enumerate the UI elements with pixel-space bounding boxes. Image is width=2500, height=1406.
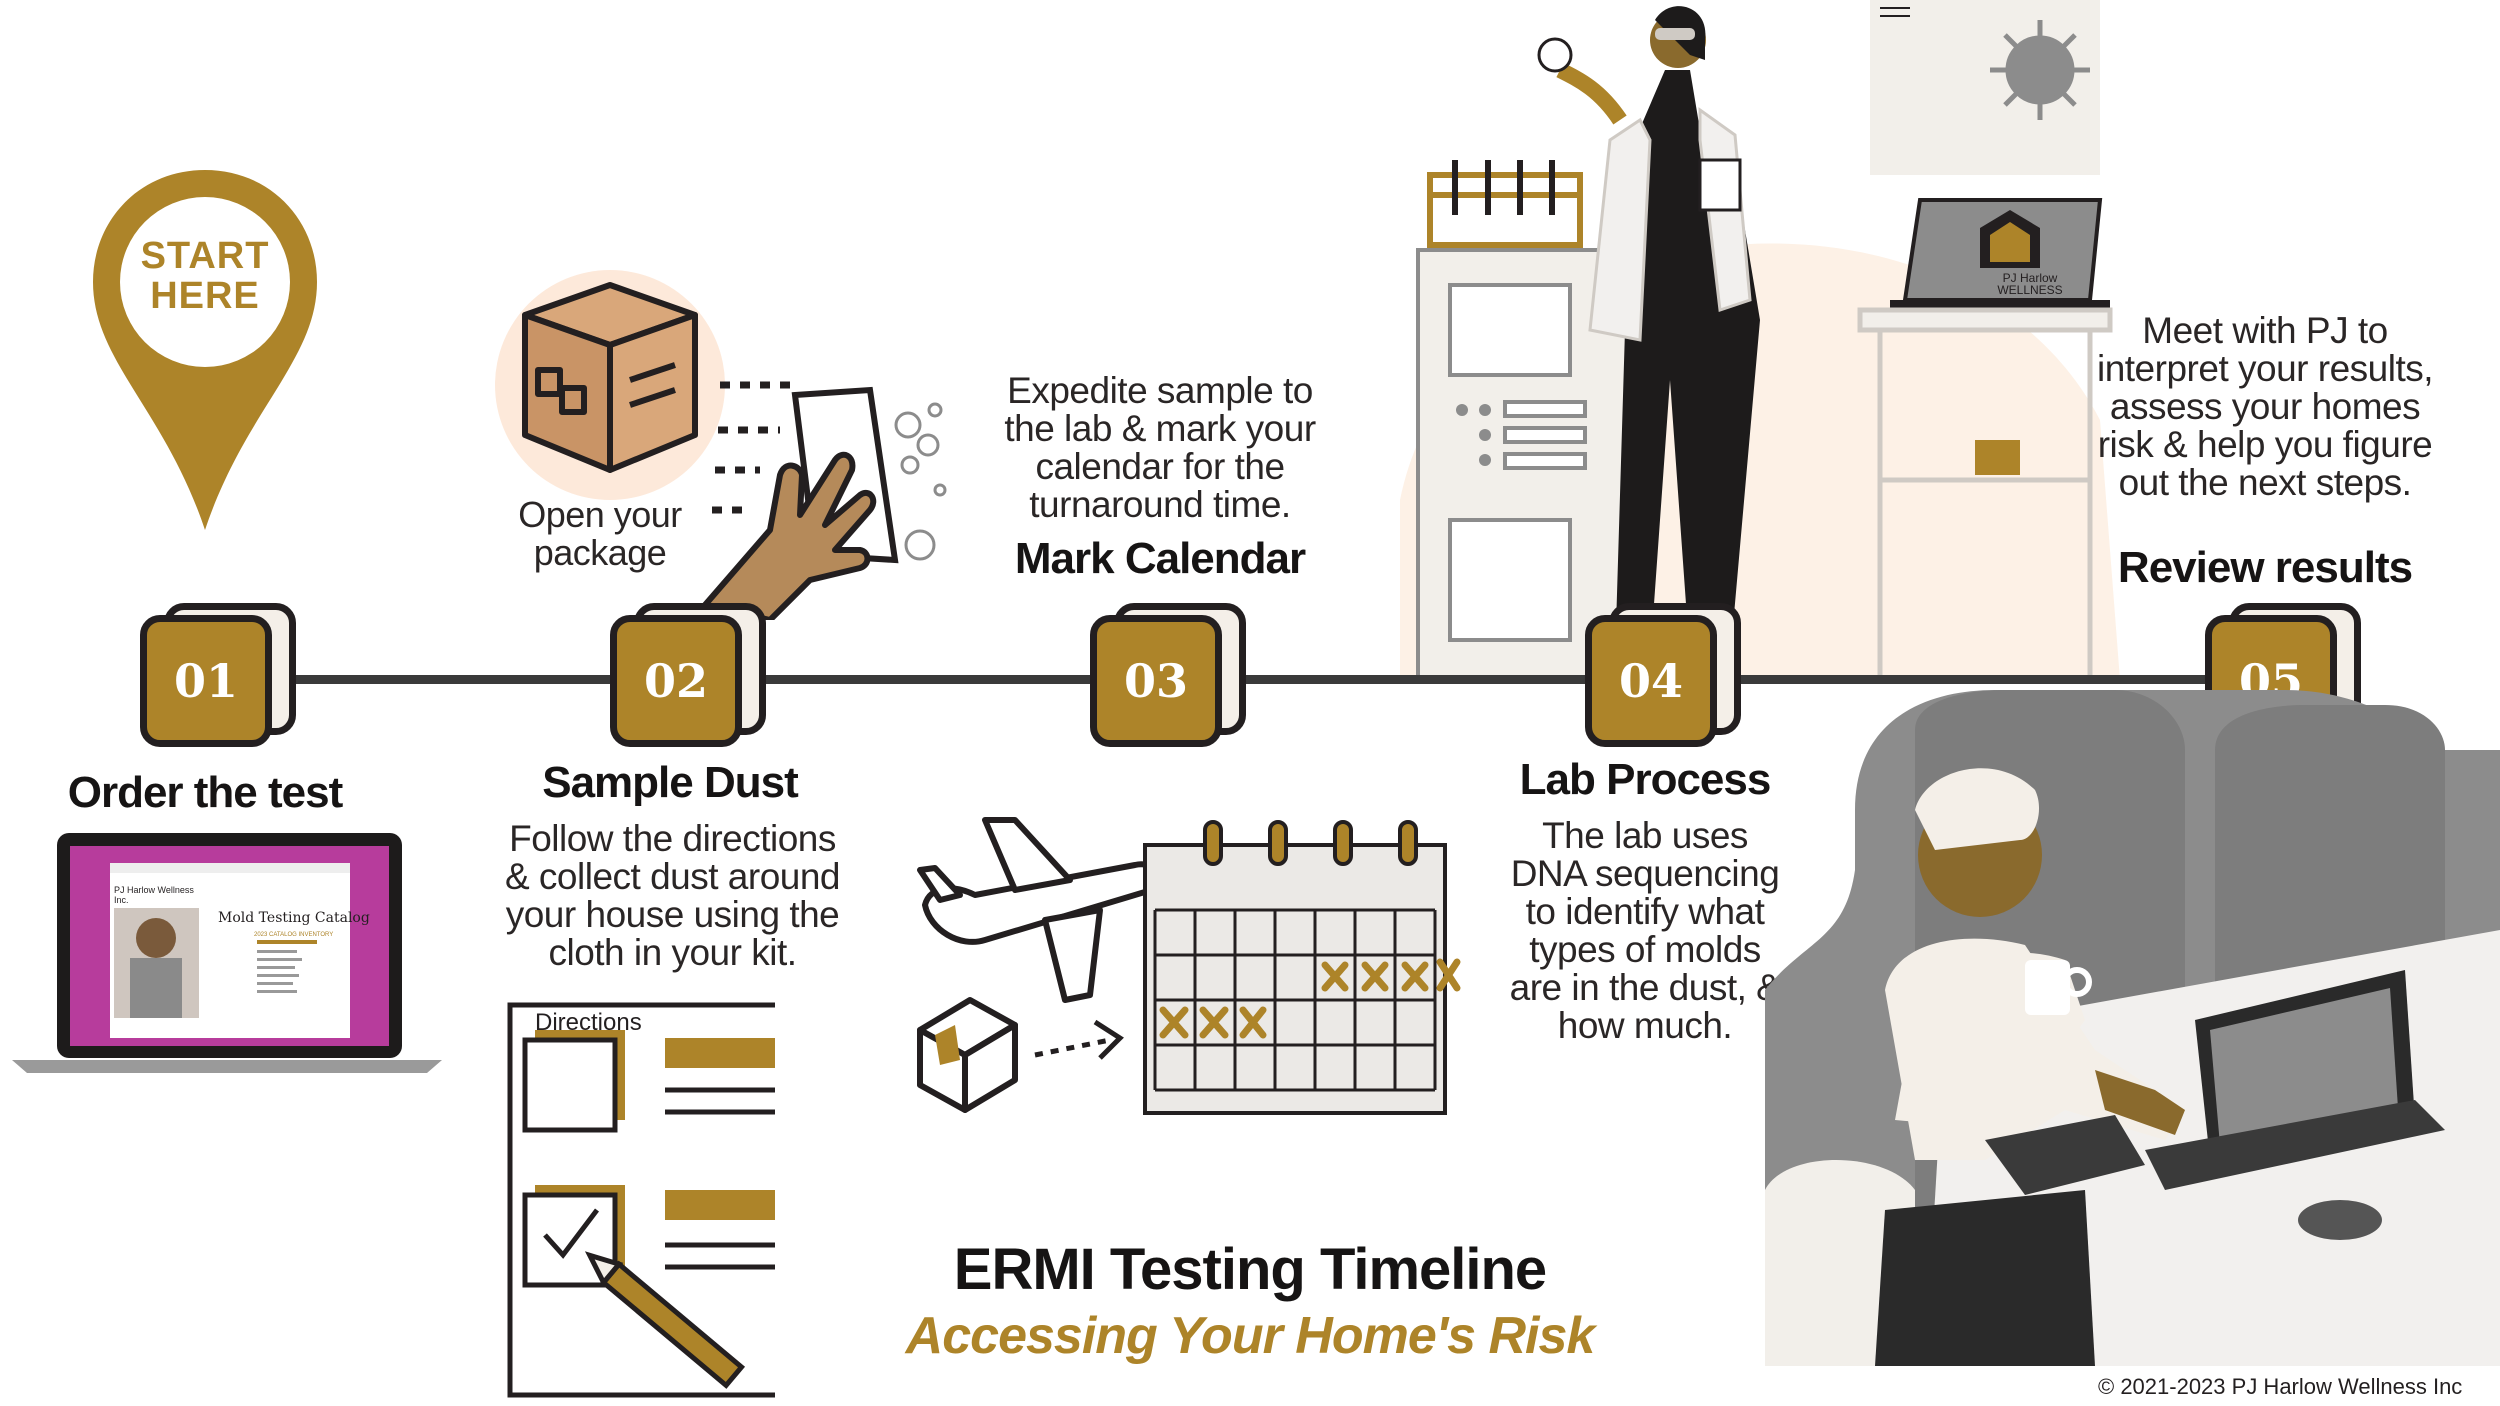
step-02-title: Sample Dust [542, 758, 799, 807]
review-scene [1765, 690, 2500, 1366]
step-badge-04: 04 [1585, 603, 1741, 765]
package-illustration [495, 270, 947, 620]
lab-laptop-brand: PJ Harlow WELLNESS [1960, 272, 2100, 296]
step-04-description: The lab uses DNA sequencing to identify … [1509, 815, 1781, 1046]
step-05-description: Meet with PJ to interpret your results, … [2096, 310, 2434, 503]
lab-brand-line2: WELLNESS [1997, 283, 2063, 297]
step-badge-02: 02 [610, 603, 766, 765]
directions-heading: Directions [535, 1009, 642, 1036]
airplane-icon [917, 817, 1160, 1003]
step-badge-01: 01 [140, 603, 296, 765]
directions-sheet-illustration [507, 1002, 775, 1398]
scientist-figure [1537, 6, 1760, 660]
pencil-icon [584, 1251, 746, 1389]
calendar-icon [1143, 820, 1461, 1115]
step-number: 04 [1618, 654, 1683, 708]
copyright-notice: © 2021-2023 PJ Harlow Wellness Inc [2098, 1374, 2463, 1399]
step-number: 02 [643, 654, 708, 708]
start-label-line2: HERE [150, 275, 260, 317]
laptop-screen-catalog-title: Mold Testing Catalog [218, 910, 370, 926]
step-badge-03: 03 [1090, 603, 1246, 765]
step-number: 01 [173, 654, 238, 708]
step-02-description: Follow the directions & collect dust aro… [504, 818, 841, 973]
laptop-screen-brand: PJ Harlow Wellness Inc. [114, 885, 194, 905]
woman-figure [1875, 768, 2185, 1366]
footer-title: ERMI Testing Timeline [953, 1237, 1547, 1302]
box-icon [522, 282, 698, 473]
start-label-line1: START [140, 235, 270, 277]
step-03-title: Mark Calendar [1014, 534, 1306, 583]
footer-subtitle: Accessing Your Home's Risk [905, 1307, 1596, 1365]
laptop-screen-section-heading: 2023 CATALOG INVENTORY [254, 932, 334, 938]
shipping-calendar-illustration [917, 817, 1461, 1115]
shipping-box-icon [917, 997, 1018, 1113]
hand-icon [702, 451, 877, 620]
step-01-title: Order the test [67, 768, 344, 817]
laptop-illustration [12, 833, 442, 1073]
step-05-title: Review results [2117, 543, 2413, 592]
package-caption: Open your package [518, 494, 682, 573]
step-03-description: Expedite sample to the lab & mark your c… [1004, 370, 1316, 525]
step-04-title: Lab Process [1519, 755, 1772, 804]
step-number: 03 [1123, 654, 1188, 708]
lab-brand-line1: PJ Harlow [2002, 271, 2058, 285]
start-here-label: START HERE [110, 236, 300, 316]
start-here-pin [93, 170, 317, 530]
lab-scene [1400, 0, 2120, 680]
